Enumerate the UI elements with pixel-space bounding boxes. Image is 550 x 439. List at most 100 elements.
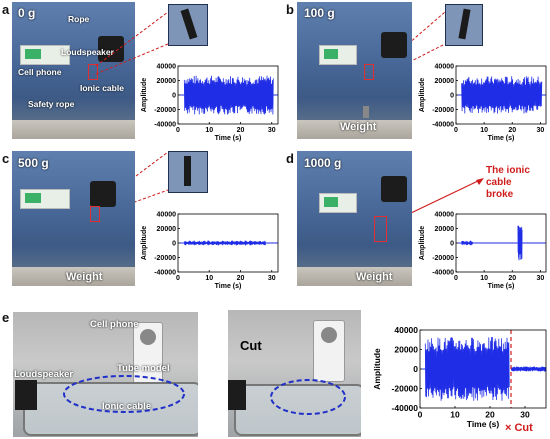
- cell-phone-label: Cell phone: [18, 67, 62, 77]
- cell-phone: [20, 45, 70, 65]
- x-tick-label: 0: [454, 127, 458, 134]
- x-tick-label: 30: [268, 127, 276, 134]
- x-tick-label: 20: [508, 275, 516, 282]
- y-tick-label: -40000: [432, 269, 454, 276]
- x-tick-label: 10: [480, 127, 488, 134]
- y-tick-label: -20000: [432, 255, 454, 262]
- weight-label-c: 500 g: [18, 156, 49, 170]
- x-tick-label: 20: [485, 410, 495, 420]
- zoom-inset-a: [168, 4, 208, 46]
- ionic-cable-label: Ionic cable: [80, 83, 124, 93]
- cut-arrow-label: Cut: [240, 338, 262, 353]
- y-tick-label: -20000: [432, 107, 454, 114]
- x-tick-label: 10: [205, 275, 213, 282]
- broke-note-line1: The ionic cable: [486, 165, 530, 188]
- photo-c: [12, 151, 135, 286]
- y-tick-label: -20000: [154, 107, 176, 114]
- y-tick-label: 0: [172, 240, 176, 247]
- x-axis-label: Time (s): [488, 283, 515, 290]
- signal-trace-d: [461, 240, 474, 246]
- x-tick-label: 0: [176, 275, 180, 282]
- panel-label-c: c: [2, 151, 10, 166]
- weight-label-a: 0 g: [18, 6, 36, 20]
- x-tick-label: 10: [205, 127, 213, 134]
- x-tick-label: 30: [536, 127, 544, 134]
- panel-label-a: a: [2, 2, 10, 17]
- panel-label-b: b: [286, 2, 294, 17]
- panel-label-d: d: [286, 151, 294, 166]
- safety-rope-label: Safety rope: [28, 99, 75, 109]
- y-axis-label: Amplitude: [419, 78, 426, 112]
- y-tick-label: 20000: [157, 78, 177, 85]
- weight-caption-c: Weight: [66, 271, 103, 283]
- y-tick-label: 40000: [157, 63, 177, 70]
- signal-trace-a: [183, 75, 274, 115]
- y-tick-label: -20000: [392, 383, 419, 393]
- y-tick-label: 0: [450, 240, 454, 247]
- signal-trace-e: [424, 336, 510, 401]
- e-tube-model-label: Tube model: [117, 363, 170, 374]
- photo-a: [12, 2, 135, 139]
- weight-caption-b: Weight: [340, 121, 377, 133]
- weight-label-b: 100 g: [304, 6, 335, 20]
- rope-label: Rope: [68, 14, 90, 24]
- y-tick-label: 20000: [157, 226, 177, 233]
- x-tick-label: 20: [237, 275, 245, 282]
- y-tick-label: -20000: [154, 255, 176, 262]
- y-axis-label: Amplitude: [419, 226, 426, 260]
- y-axis-label: Amplitude: [141, 78, 148, 112]
- signal-trace-b: [461, 76, 543, 114]
- y-tick-label: 0: [413, 364, 418, 374]
- zoom-inset-c: [168, 151, 208, 193]
- ionic-cable-box: [88, 64, 98, 80]
- x-tick-label: 0: [176, 127, 180, 134]
- x-axis-label: Time (s): [215, 135, 242, 142]
- y-axis-label: Amplitude: [372, 348, 382, 390]
- photo-e-before: [13, 312, 198, 437]
- y-tick-label: 40000: [435, 211, 455, 218]
- y-tick-label: 0: [172, 92, 176, 99]
- y-tick-label: 0: [450, 92, 454, 99]
- loudspeaker-label: Loudspeaker: [61, 47, 114, 57]
- broke-note-line2: broke: [486, 189, 514, 200]
- e-loudspeaker-label: Loudspeaker: [14, 369, 74, 380]
- broke-note: The ionic cable broke: [486, 165, 550, 201]
- loudspeaker: [98, 36, 124, 62]
- x-axis-label: Time (s): [488, 135, 515, 142]
- x-tick-label: 30: [520, 410, 530, 420]
- x-tick-label: 10: [450, 410, 460, 420]
- e-cell-phone-label: Cell phone: [90, 319, 139, 330]
- x-tick-label: 0: [454, 275, 458, 282]
- photo-d: [297, 151, 412, 286]
- photo-e-after: [228, 310, 361, 437]
- panel-label-e: e: [2, 310, 10, 325]
- signal-trace-c: [183, 240, 266, 246]
- x-tick-label: 20: [508, 127, 516, 134]
- weight-label-d: 1000 g: [304, 156, 342, 170]
- x-axis-label: Time (s): [467, 419, 500, 429]
- y-tick-label: 40000: [394, 325, 418, 335]
- y-tick-label: 40000: [435, 63, 455, 70]
- cut-mark-label: × Cut: [505, 422, 533, 434]
- x-axis-label: Time (s): [215, 283, 242, 290]
- y-tick-label: -40000: [154, 269, 176, 276]
- y-tick-label: 20000: [435, 226, 455, 233]
- weight-caption-d: Weight: [356, 271, 393, 283]
- y-axis-label: Amplitude: [141, 226, 148, 260]
- signal-trace-d: [517, 225, 523, 261]
- y-tick-label: -40000: [392, 403, 419, 413]
- y-tick-label: -40000: [432, 121, 454, 128]
- x-tick-label: 0: [418, 410, 423, 420]
- y-tick-label: -40000: [154, 121, 176, 128]
- y-tick-label: 20000: [435, 78, 455, 85]
- x-tick-label: 20: [237, 127, 245, 134]
- photo-b: [297, 2, 412, 139]
- zoom-inset-b: [445, 4, 483, 46]
- x-tick-label: 10: [480, 275, 488, 282]
- x-tick-label: 30: [268, 275, 276, 282]
